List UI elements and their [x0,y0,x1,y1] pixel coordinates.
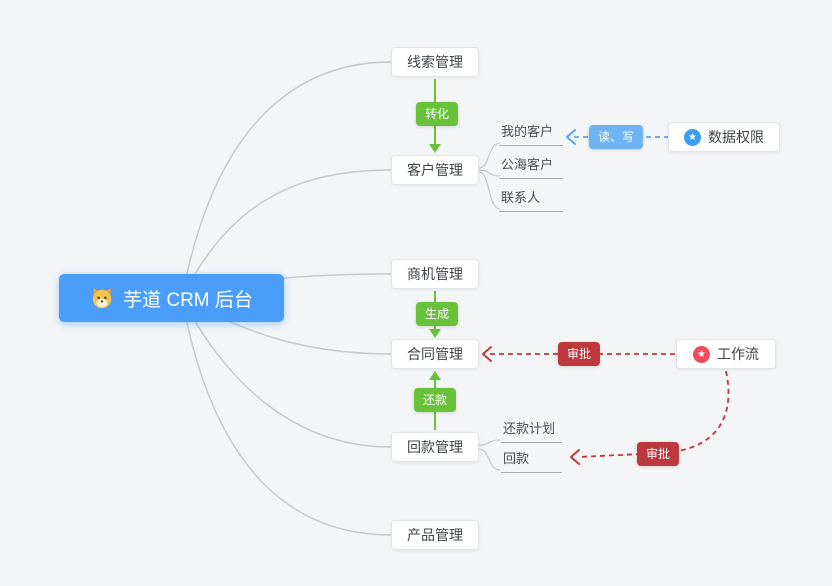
edge-root-customers [181,169,392,299]
edge-label-read-write: 读、写 [588,125,644,149]
subnode-repayment-plan[interactable]: 还款计划 [501,418,562,443]
edge-label-approve-receivable: 审批 [636,442,680,466]
star-icon: ★ [693,345,710,363]
node-workflow[interactable]: ★ 工作流 [676,339,776,369]
node-receivables[interactable]: 回款管理 [391,432,479,462]
root-node-label: 芋道 CRM 后台 [123,289,253,311]
subnode-repayment[interactable]: 回款 [501,448,562,473]
arrowhead-down-customers [429,144,441,153]
edge-customers-publicsea [478,169,501,177]
edge-label-generate: 生成 [415,302,459,326]
edge-receivables-repayplan [478,439,501,446]
node-contracts[interactable]: 合同管理 [391,339,479,369]
edge-label-approve-contract: 审批 [557,342,601,366]
node-data-permission[interactable]: ★ 数据权限 [668,122,780,152]
shiba-dog-icon [92,288,112,309]
subnode-my-customers[interactable]: 我的客户 [499,121,563,146]
edge-root-receivables [181,297,392,448]
edge-label-repay: 还款 [413,388,457,412]
arrowhead-left-contracts [482,346,492,362]
edge-receivables-repayment [478,448,501,471]
arrowhead-left-repayment [570,449,580,465]
edge-root-products [181,297,392,536]
node-leads[interactable]: 线索管理 [391,47,479,77]
subnode-public-sea-customers[interactable]: 公海客户 [499,154,563,179]
node-customers[interactable]: 客户管理 [391,155,479,185]
node-products[interactable]: 产品管理 [391,520,479,550]
arrowhead-left-mycustomers [566,129,576,145]
flow-workflow-to-repayment [577,370,730,458]
subnode-contacts[interactable]: 联系人 [499,187,563,212]
edge-root-leads [181,61,392,299]
edge-label-convert: 转化 [415,102,459,126]
edge-customers-mycustomers [478,142,501,169]
edge-customers-contacts [478,171,501,210]
root-node-crm-backend[interactable]: 芋道 CRM 后台 [59,274,284,322]
node-data-permission-label: 数据权限 [708,129,764,145]
arrowhead-down-contracts [429,329,441,338]
node-opportunities[interactable]: 商机管理 [391,259,479,289]
node-workflow-label: 工作流 [717,346,759,362]
star-icon: ★ [684,128,701,146]
arrowhead-up-contracts [429,371,441,380]
